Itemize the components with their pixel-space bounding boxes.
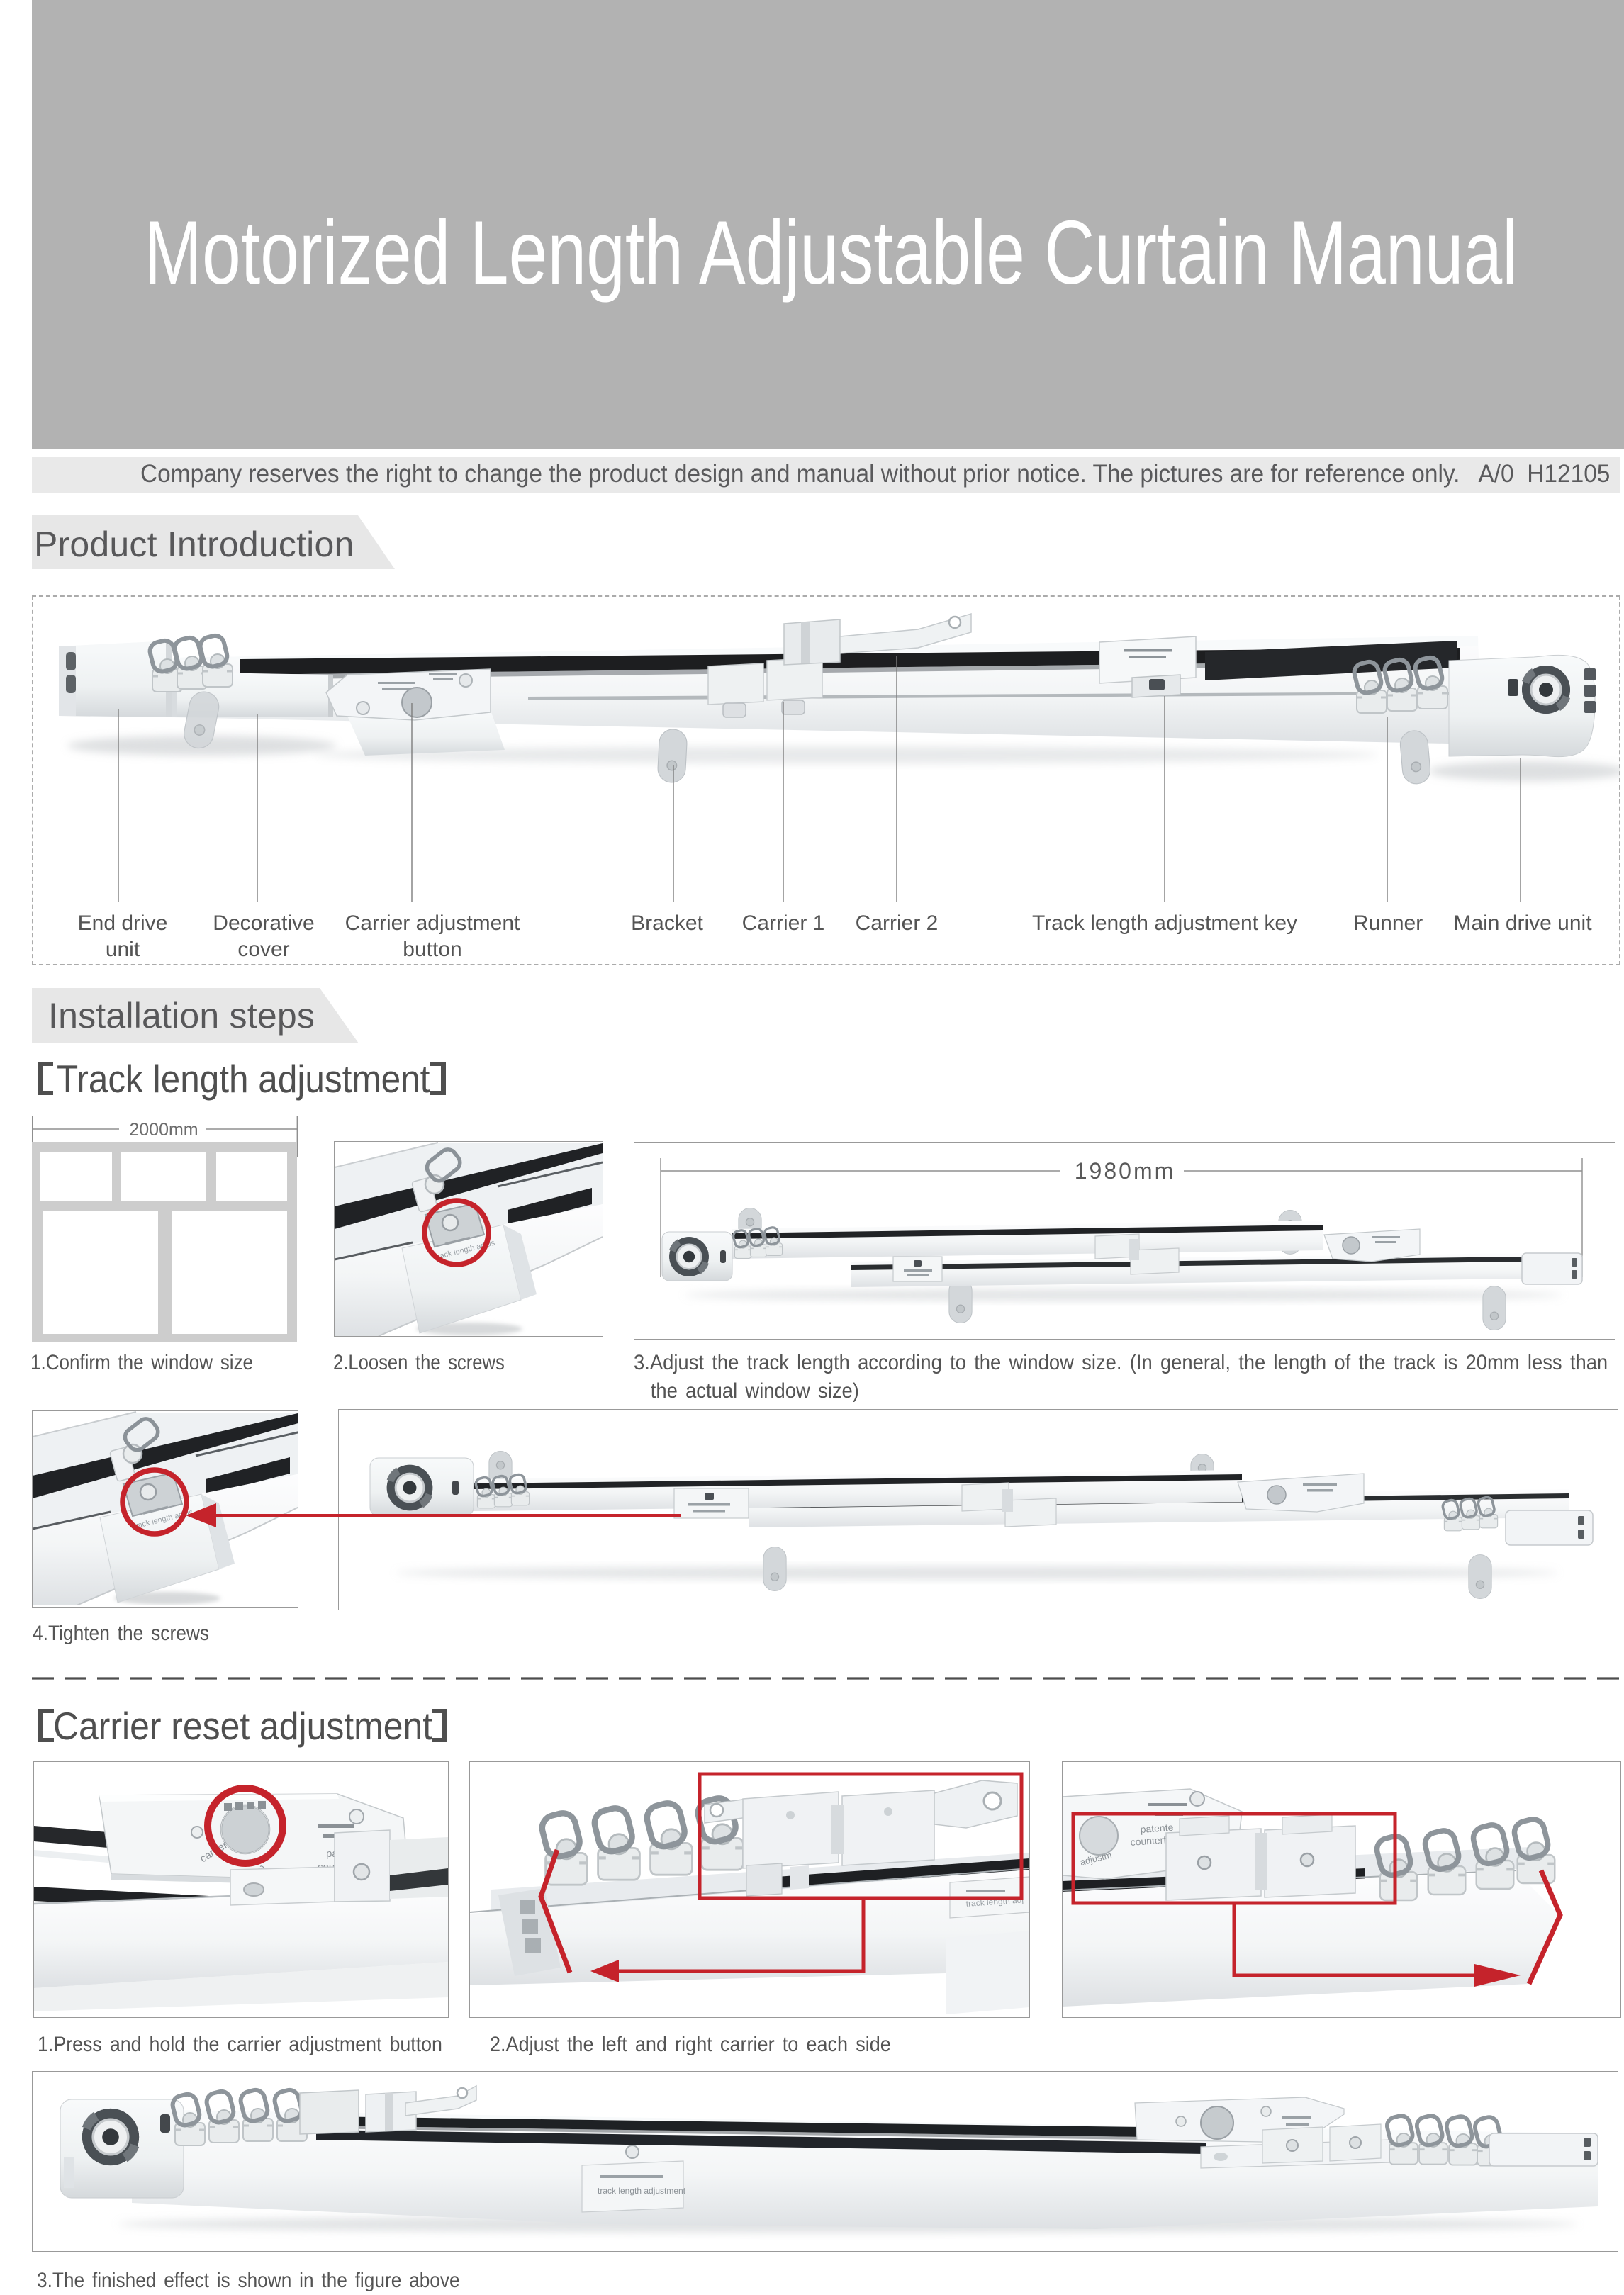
svg-text:counterfe: counterfe bbox=[1130, 1834, 1172, 1848]
svg-text:1980mm: 1980mm bbox=[1075, 1158, 1176, 1184]
svg-text:track length adjustment: track length adjustment bbox=[598, 2186, 686, 2196]
svg-text:patente: patente bbox=[1140, 1822, 1174, 1835]
svg-text:2000mm: 2000mm bbox=[129, 1120, 198, 1140]
